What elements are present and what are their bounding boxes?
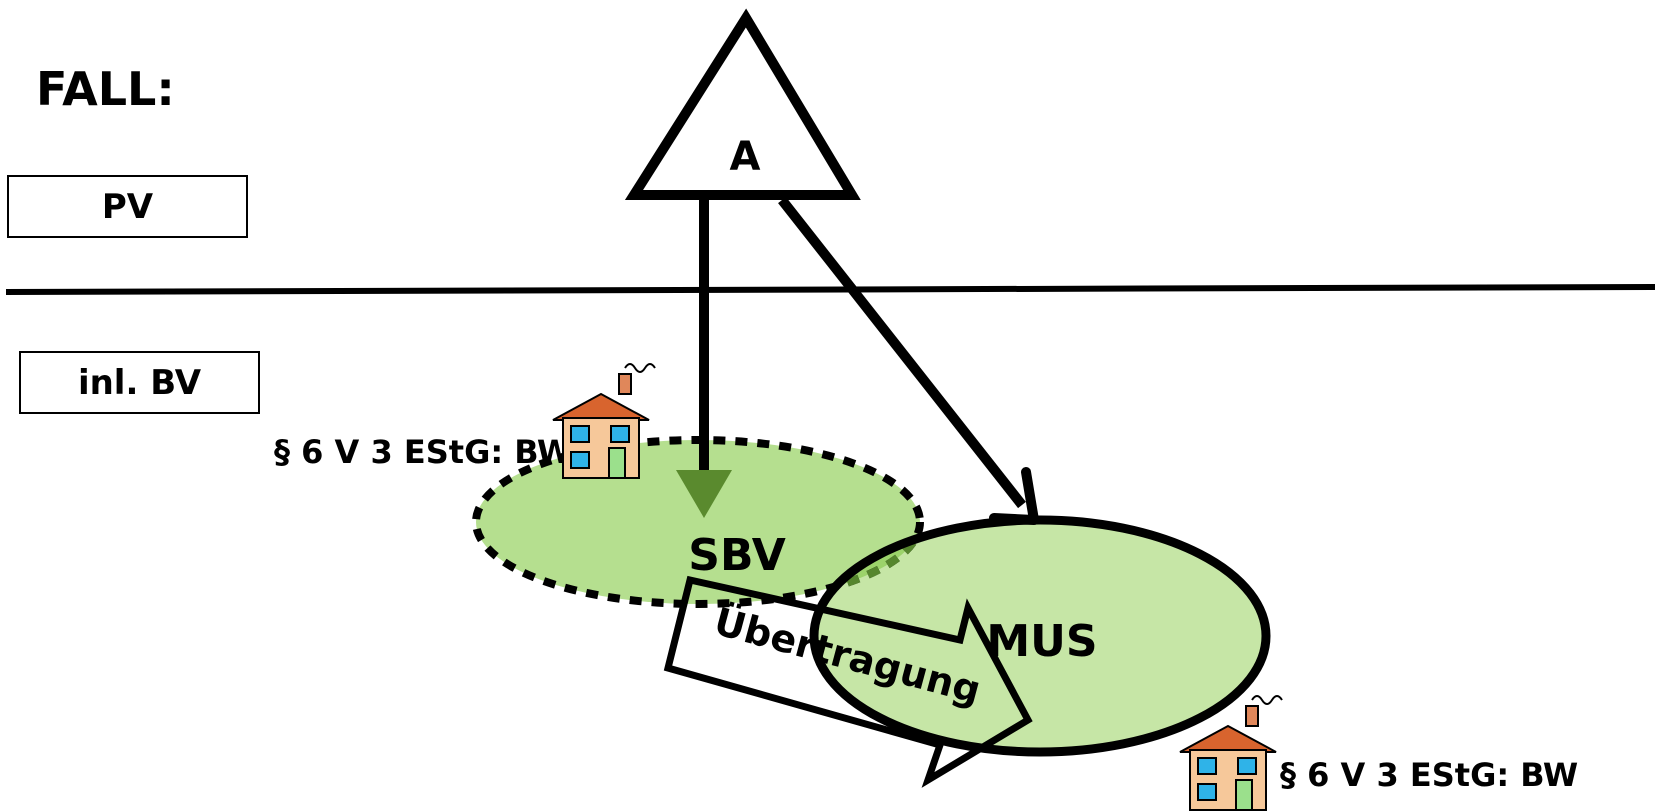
sbv-label: SBV — [688, 530, 786, 581]
transfer-arrow — [663, 575, 1033, 788]
sbv-ellipse-border — [472, 436, 924, 608]
triangle-a — [624, 8, 861, 200]
house-icon — [552, 363, 656, 479]
inl-bv-label-box: inl. BV — [19, 351, 260, 414]
inl-bv-label: inl. BV — [77, 362, 202, 403]
case-title: FALL: — [36, 62, 175, 116]
rule-text-right: § 6 V 3 EStG: BW — [1280, 756, 1578, 794]
triangle-a-label: A — [730, 134, 761, 180]
pv-label-box: PV — [7, 175, 248, 238]
house-icon — [1179, 695, 1283, 811]
rule-text-left: § 6 V 3 EStG: BW — [274, 433, 572, 471]
arrow-a-to-mus — [778, 196, 1026, 509]
mus-ellipse — [814, 520, 1266, 752]
arrow-a-to-mus-head — [989, 467, 1039, 525]
mus-label: MUS — [986, 616, 1097, 667]
separator-line — [5, 284, 1655, 295]
arrow-a-to-sbv-head — [676, 470, 732, 518]
pv-label: PV — [101, 186, 154, 227]
mus-ellipse-border — [809, 515, 1271, 757]
sbv-ellipse — [476, 440, 920, 604]
